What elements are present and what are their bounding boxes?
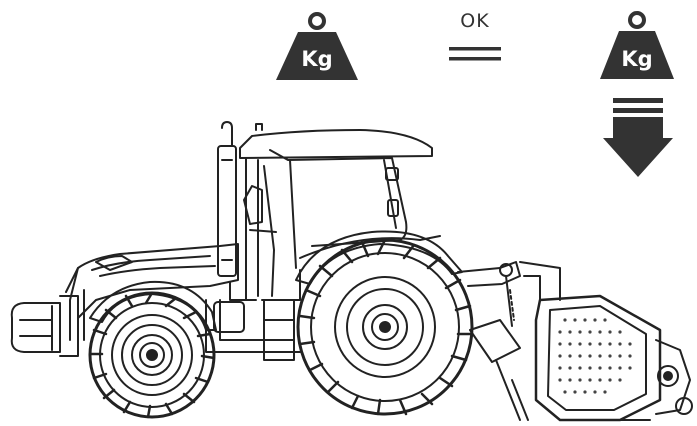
front-wheel [88,291,216,419]
equals-sign-icon: OK [449,10,501,61]
left-weight-label: Kg [301,47,332,71]
tractor-hood [65,243,239,341]
front-ballast-weight [10,295,79,357]
tractor-illustration [10,121,693,422]
left-weight-icon: Kg [276,12,358,80]
arrow-down-icon [603,98,673,177]
right-weight-icon: Kg [600,11,674,79]
rear-fender [295,230,463,285]
ok-label: OK [460,10,489,32]
right-weight-label: Kg [621,47,652,71]
mulcher-implement [519,261,693,422]
chassis [205,281,301,353]
tractor-cab [239,123,441,301]
cab-steps [263,299,295,361]
exhaust-stack [217,121,237,277]
rear-wheel [296,238,474,416]
three-point-linkage [457,261,529,421]
